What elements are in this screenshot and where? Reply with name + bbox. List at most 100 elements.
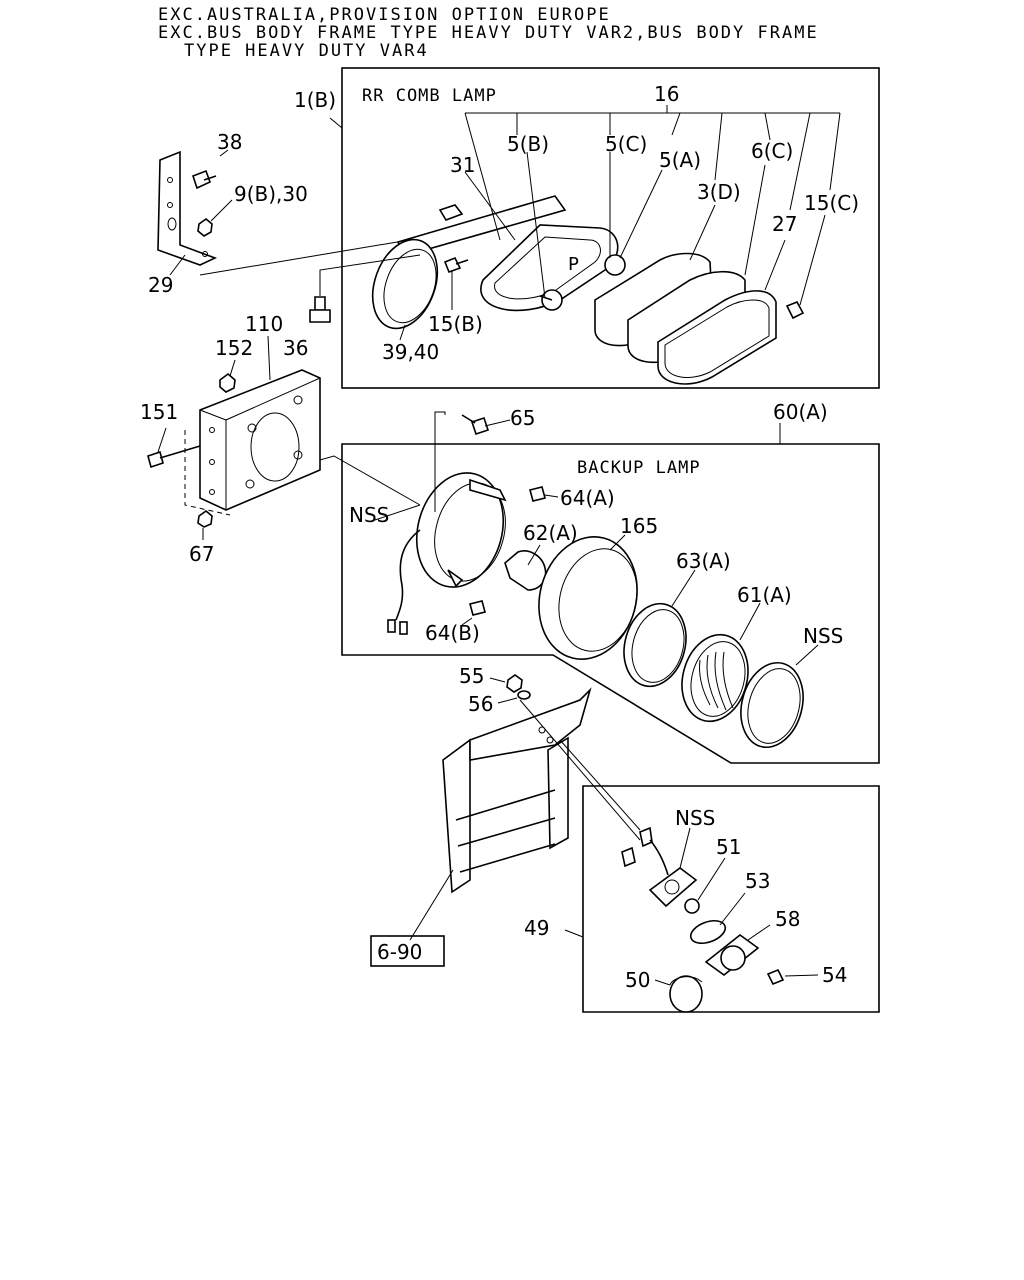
screw-64a (529, 486, 546, 502)
rr-comb-lamp-label: RR COMB LAMP (362, 86, 497, 106)
nut-67 (197, 509, 213, 528)
callout-15c: 15(C) (804, 191, 859, 215)
callout-49: 49 (524, 916, 549, 940)
leader-5a (619, 169, 663, 259)
callout-nss-2: NSS (803, 624, 843, 648)
ring-63a (623, 602, 687, 688)
leader-63a (671, 569, 696, 607)
lens-61a (681, 633, 749, 723)
callout-39-40: 39,40 (382, 340, 439, 364)
leader-plate-to-backup (319, 455, 421, 506)
leader-16-a (464, 112, 501, 241)
screw-65 (461, 414, 490, 436)
leader-65 (434, 411, 446, 512)
screw-15b (443, 256, 469, 274)
leader-5b (526, 151, 546, 299)
leader-nss2 (795, 644, 819, 666)
callout-5b: 5(B) (507, 132, 549, 156)
rr-comb-lamp-box (341, 67, 880, 389)
leader-16-5a (671, 112, 681, 136)
backup-lamp-housing (415, 472, 507, 588)
leader-16-3d (714, 112, 723, 181)
leader-50 (654, 979, 671, 986)
nut-9b (197, 217, 213, 237)
callout-62a: 62(A) (523, 521, 578, 545)
mounting-frame (442, 687, 592, 894)
bolt-151 (147, 445, 201, 469)
callout-51: 51 (716, 835, 741, 859)
bolt-38 (191, 169, 217, 190)
callout-31: 31 (450, 153, 475, 177)
leader-frame-to-marker (519, 699, 641, 841)
callout-53: 53 (745, 869, 770, 893)
screw-15c (785, 300, 805, 320)
leader-16-27 (789, 112, 811, 211)
callout-110: 110 (245, 312, 283, 336)
callout-54: 54 (822, 963, 847, 987)
callout-5c: 5(C) (605, 132, 647, 156)
leader-1b (329, 117, 343, 129)
bulb-62a (504, 550, 547, 591)
leader-6-90 (409, 869, 454, 941)
callout-165: 165 (620, 514, 658, 538)
callout-29: 29 (148, 273, 173, 297)
leader-65-label (484, 419, 511, 427)
lamp-base-51 (648, 867, 698, 908)
callout-64b: 64(B) (425, 621, 480, 645)
bulb-5a (604, 254, 626, 276)
callout-65: 65 (510, 406, 535, 430)
leader-9b (210, 199, 233, 222)
leader-15c (799, 214, 826, 306)
leader-51 (697, 857, 726, 901)
washer-56 (517, 690, 531, 700)
bulb-51 (684, 898, 700, 914)
leader-165 (609, 534, 626, 551)
screw-64b (469, 600, 486, 616)
plate-110 (184, 369, 321, 516)
callout-67: 67 (189, 542, 214, 566)
leader-27 (764, 239, 786, 291)
callout-60a: 60(A) (773, 400, 828, 424)
leader-39-40 (399, 324, 406, 341)
callout-36: 36 (283, 336, 308, 360)
callout-nss-3: NSS (675, 806, 715, 830)
header-line-3: TYPE HEAVY DUTY VAR4 (184, 41, 429, 61)
leader-38 (219, 149, 229, 157)
leader-64b (461, 617, 473, 626)
trim-ring-nss (740, 661, 804, 749)
callout-16: 16 (654, 82, 679, 106)
leader-49 (564, 929, 584, 938)
leader-nss1 (374, 504, 421, 521)
reference-label: 6-90 (377, 940, 422, 964)
leader-64a (544, 494, 559, 498)
leader-29 (169, 254, 186, 276)
socket-nss (621, 826, 669, 876)
callout-152: 152 (215, 336, 253, 360)
callout-27: 27 (772, 212, 797, 236)
callout-64a: 64(A) (560, 486, 615, 510)
bezel-165 (538, 536, 638, 660)
svg-text:P: P (568, 254, 579, 275)
screw-54 (766, 968, 785, 986)
lens-cap-50 (669, 975, 703, 1013)
callout-63a: 63(A) (676, 549, 731, 573)
leader-16-6c (764, 112, 771, 141)
lamp-housing: P (480, 224, 619, 312)
callout-61a: 61(A) (737, 583, 792, 607)
leader-56 (497, 697, 518, 704)
callout-56: 56 (468, 692, 493, 716)
backup-lamp-label: BACKUP LAMP (577, 458, 701, 478)
leader-frame-to-marker-2 (559, 739, 641, 831)
bolt-36 (309, 296, 331, 323)
callout-55: 55 (459, 664, 484, 688)
nut-55 (506, 674, 523, 693)
callout-50: 50 (625, 968, 650, 992)
leader-54 (784, 974, 819, 977)
leader-110 (267, 335, 271, 381)
reference-box (370, 935, 445, 967)
callout-5a: 5(A) (659, 148, 701, 172)
callout-151: 151 (140, 400, 178, 424)
callout-nss-1: NSS (349, 503, 389, 527)
nut-152 (219, 372, 236, 393)
